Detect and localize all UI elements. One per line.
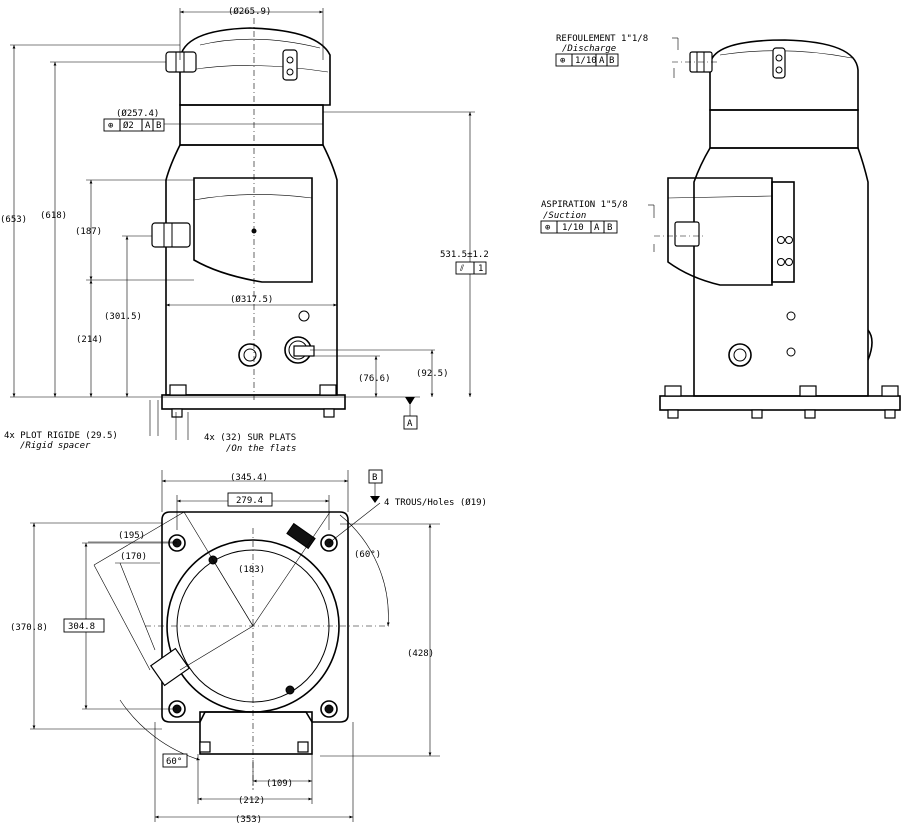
lifting-lug [282, 49, 298, 81]
dim-92: (92.5) [416, 369, 449, 379]
svg-text:B: B [156, 121, 161, 131]
svg-text:A: A [594, 223, 600, 233]
svg-text:A: A [145, 121, 151, 131]
side-suction-fitting [674, 221, 700, 247]
svg-text:B: B [609, 56, 614, 66]
svg-text:⊕: ⊕ [560, 56, 565, 66]
dim-531: 531.5±1.2 [440, 250, 489, 260]
suction-label: ASPIRATION 1"5/8 [541, 200, 628, 210]
side-electrical-box [667, 177, 795, 286]
dim-370: (370.8) [10, 623, 48, 633]
flats-label-en: /On the flats [226, 444, 296, 454]
svg-text:1/10: 1/10 [562, 223, 584, 233]
spacer-label-en: /Rigid spacer [20, 441, 91, 451]
spacer-label: 4x PLOT RIGIDE (29.5) [4, 431, 118, 441]
dim-301: (301.5) [104, 312, 142, 322]
flats-label: 4x (32) SUR PLATS [204, 433, 296, 443]
dim-187: (187) [75, 227, 102, 237]
dim-345: (345.4) [230, 473, 268, 483]
suction-label-en: /Suction [543, 211, 586, 221]
oil-port [284, 336, 315, 364]
tol-frame-suction: ⊕ 1/10 A B [540, 220, 618, 234]
dim-183: (183) [238, 565, 265, 575]
dim-353: (353) [235, 815, 262, 825]
tol-frame-front: ⊕ Ø2 A B [103, 118, 165, 132]
dim-width-top: (Ø265.9) [228, 6, 271, 17]
svg-text:A: A [599, 56, 605, 66]
suction-fitting [151, 222, 191, 248]
dim-109: (109) [266, 779, 293, 789]
datum-b: B [372, 473, 377, 483]
top-view: (60°) (345.4) 279.4 B 4 TROUS/Holes (Ø19… [10, 469, 487, 825]
svg-text:⊕: ⊕ [545, 223, 550, 233]
dim-428: (428) [407, 649, 434, 659]
discharge-label: REFOULEMENT 1"1/8 [556, 34, 648, 44]
dim-212: (212) [238, 796, 265, 806]
dim-214: (214) [76, 335, 103, 345]
svg-text:⫽: ⫽ [459, 264, 464, 274]
oil-sight-glass [238, 343, 262, 367]
dim-304: 304.8 [68, 622, 95, 632]
dim-653: (653) [0, 215, 27, 225]
dim-shell: (Ø257.4) [116, 108, 159, 119]
svg-text:1/10: 1/10 [575, 56, 597, 66]
dim-base: (Ø317.5) [230, 294, 273, 305]
dim-279: 279.4 [236, 496, 263, 506]
dim-60b: 60° [166, 757, 182, 767]
electrical-box [193, 177, 313, 283]
dim-195: (195) [118, 531, 145, 541]
holes-label: 4 TROUS/Holes (Ø19) [384, 497, 487, 508]
mount-hole-br [320, 700, 338, 718]
dim-170: (170) [120, 552, 147, 562]
datum-a: A [407, 419, 413, 429]
discharge-fitting [165, 51, 197, 73]
side-lifting-lug [772, 47, 786, 79]
tol-frame-flat: ⫽ 1 [455, 261, 487, 275]
dim-618: (618) [40, 211, 67, 221]
tol-frame-discharge: ⊕ 1/10 A B [555, 53, 619, 67]
svg-text:Ø2: Ø2 [123, 120, 134, 131]
dim-76: (76.6) [358, 374, 391, 384]
svg-text:⊕: ⊕ [108, 121, 113, 131]
front-view: (Ø265.9) (Ø257.4) ⊕ Ø2 A B (Ø317.5) (653… [0, 6, 489, 454]
dim-60: (60°) [354, 550, 381, 560]
side-view: REFOULEMENT 1"1/8 /Discharge ⊕ 1/10 A B … [540, 34, 901, 419]
discharge-label-en: /Discharge [562, 44, 616, 54]
svg-text:B: B [607, 223, 612, 233]
svg-text:1: 1 [478, 264, 483, 274]
